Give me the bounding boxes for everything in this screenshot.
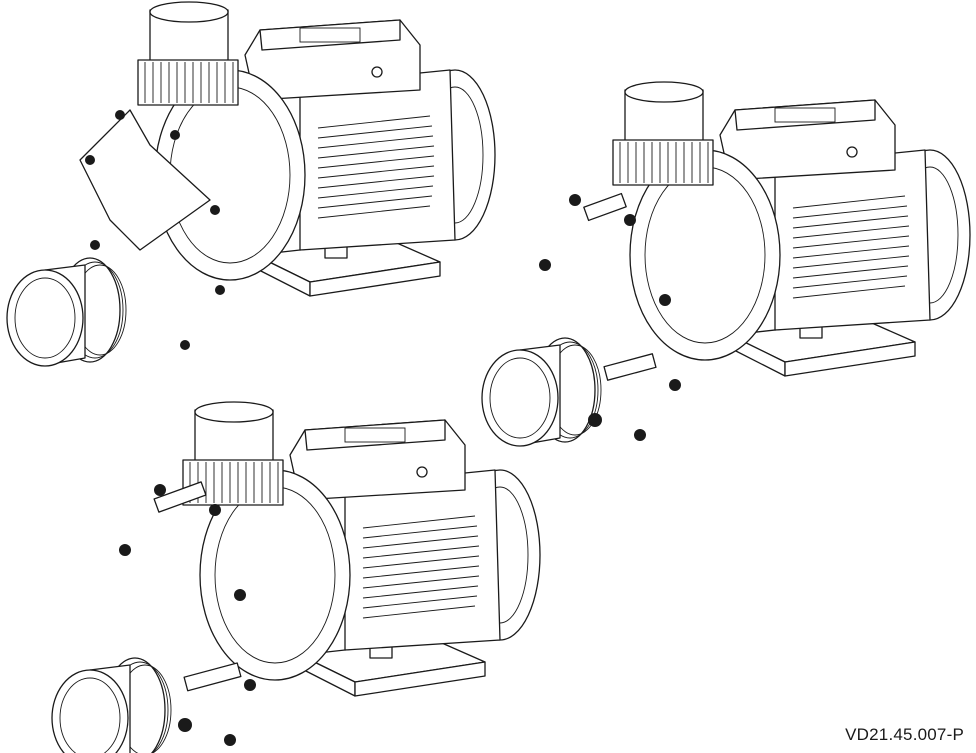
reference-code: VD21.45.007-P <box>845 725 964 744</box>
pump-illustration-top-left <box>6 1 496 367</box>
pump-illustration-bottom <box>51 401 541 753</box>
pump-illustration-top-right <box>481 81 971 447</box>
